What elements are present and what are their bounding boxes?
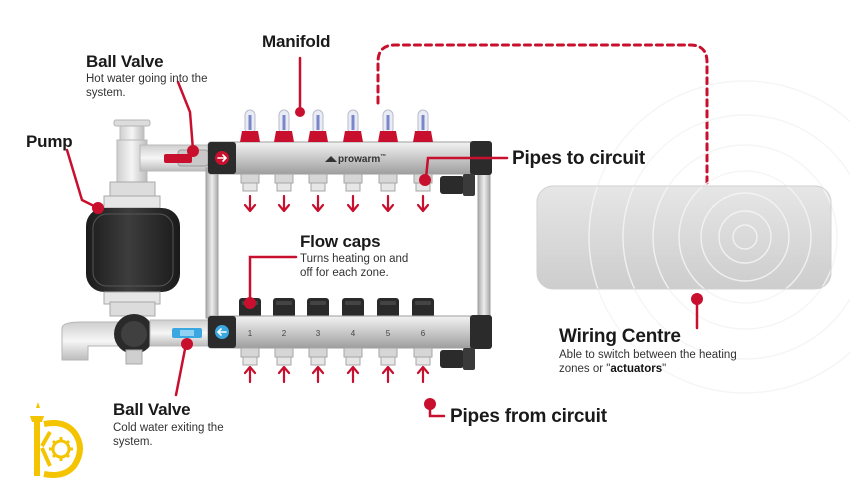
flow-caps-desc-line1: Turns heating on and [300,253,409,265]
arrow-down-icon [381,194,395,213]
pipes-from-circuit-title: Pipes from circuit [450,406,607,427]
flow-cap [307,298,329,318]
ball-valve-top-title: Ball Valve [86,52,164,71]
flow-caps-title: Flow caps [300,232,381,251]
return-fitting [413,347,433,366]
port-number: 2 [282,329,287,338]
wiring-centre-desc-pre: zones or " [559,363,611,375]
flow-meter [274,109,294,142]
wiring-dashed-line [376,43,709,187]
ball-valve-bottom-desc-line2: system. [113,436,153,448]
flow-cap [273,298,295,318]
wiring-centre-desc-line1: Able to switch between the heating [559,349,737,361]
outlet-fitting [308,173,328,192]
wiring-centre-desc-line2: zones or "actuators" [559,362,737,376]
manifold-frame-right [477,167,491,319]
flow-meter [343,109,363,142]
flow-cap [412,298,434,318]
dot-wiring-centre [691,293,703,305]
return-fitting [274,347,294,366]
port-number: 1 [248,329,253,338]
leader-ball-valve-top [176,80,195,152]
port-number: 5 [386,329,391,338]
ball-valve-top-desc-line2: system. [86,87,126,99]
flow-down-arrows [243,194,430,213]
port-number: 6 [421,329,426,338]
arrow-down-icon [346,194,360,213]
wiring-centre-title: Wiring Centre [559,326,681,347]
port-number: 4 [351,329,356,338]
prowarm-logo-icon: prowarm™ [325,153,386,165]
ball-valve-bottom-desc: Cold water exiting the system. [113,421,224,449]
ball-valve-top-desc: Hot water going into the system. [86,72,207,100]
pipes-to-circuit-title: Pipes to circuit [512,148,646,169]
manifold-title: Manifold [262,32,331,51]
arrow-down-icon [243,194,257,213]
flow-up-arrows [243,365,430,384]
arrow-down-icon [311,194,325,213]
manifold-bottom-bar: 1 2 3 4 5 6 [207,298,492,370]
wiring-centre-box [536,80,850,394]
dot-pump [92,202,104,214]
leader-pipes-to-circuit [424,156,509,180]
manifold-frame-left [205,167,219,319]
kd-logo-icon [30,402,83,478]
manifold-top-bar [207,109,492,196]
leader-ball-valve-bottom [174,342,188,397]
arrow-up-icon [277,365,291,384]
dot-ball-valve-bottom [181,338,193,350]
port-number: 3 [316,329,321,338]
flow-caps-desc-line2: off for each zone. [300,267,389,279]
flow-cap [342,298,364,318]
dot-flow-caps [244,297,256,309]
pump-title: Pump [26,132,73,151]
dot-pipes-to-circuit [419,174,431,186]
arrow-up-icon [381,365,395,384]
callout-dots [92,107,703,410]
outlet-fitting [343,173,363,192]
flow-caps-desc: Turns heating on and off for each zone. [300,252,408,280]
return-fitting [378,347,398,366]
flow-meter [413,109,433,142]
arrow-down-icon [416,194,430,213]
wiring-centre-desc: Able to switch between the heating zones… [559,348,737,376]
svg-text:prowarm™: prowarm™ [338,153,386,165]
dot-ball-valve-top [187,145,199,157]
outlet-fitting [378,173,398,192]
wiring-centre-desc-bold: actuators [610,363,663,375]
return-fitting [343,347,363,366]
flow-meter [308,109,328,142]
flow-meter [240,109,260,142]
arrow-down-icon [277,194,291,213]
dot-pipes-from-circuit [424,398,436,410]
return-fitting [240,347,260,366]
flow-cap [377,298,399,318]
callout-leaders [65,56,699,418]
arrow-up-icon [311,365,325,384]
arrow-up-icon [243,365,257,384]
ball-valve-bottom-title: Ball Valve [113,400,191,419]
return-fitting [308,347,328,366]
arrow-up-icon [346,365,360,384]
ball-valve-bottom-desc-line1: Cold water exiting the [113,422,224,434]
outlet-fitting [240,173,260,192]
outlet-fitting [274,173,294,192]
wiring-centre-desc-post: " [662,363,667,375]
ball-valve-top-desc-line1: Hot water going into the [86,73,208,85]
leader-pump [65,148,100,210]
arrow-up-icon [416,365,430,384]
pump-assembly [61,119,219,365]
arrow-right-icon [215,151,229,165]
leader-flow-caps [248,255,298,304]
dot-manifold [295,107,305,117]
flow-meter [378,109,398,142]
arrow-left-icon [215,325,229,339]
